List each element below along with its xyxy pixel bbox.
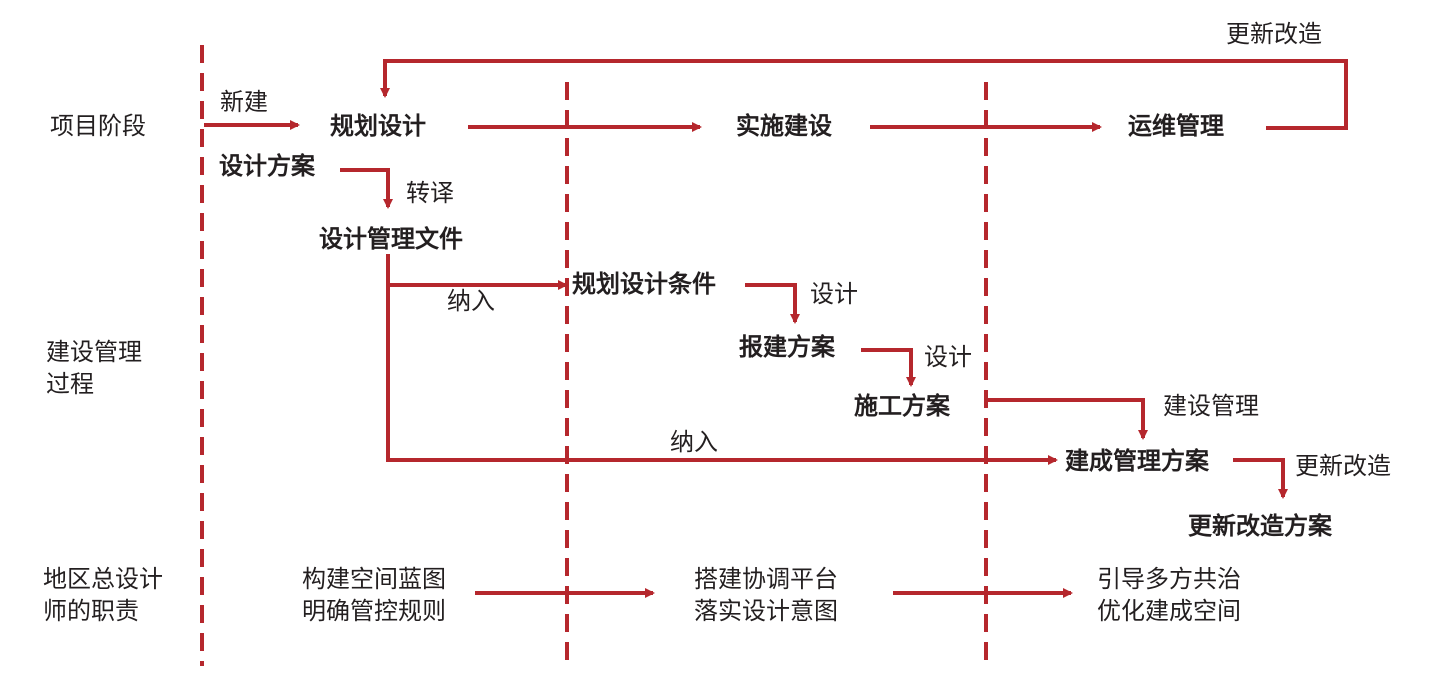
duty-blueprint: 构建空间蓝图 明确管控规则 xyxy=(302,565,446,625)
edge-label-build-management: 建设管理 xyxy=(1163,392,1259,420)
arrow-build-mgmt xyxy=(984,398,1148,440)
edge-label-new: 新建 xyxy=(220,88,268,116)
edge-label-include-2: 纳入 xyxy=(670,428,718,456)
duty-coordination: 搭建协调平台 落实设计意图 xyxy=(694,565,838,625)
edge-label-include-1: 纳入 xyxy=(447,287,495,315)
edge-label-renovate: 更新改造 xyxy=(1295,452,1391,480)
stage-operations: 运维管理 xyxy=(1128,112,1224,140)
node-renovation-scheme: 更新改造方案 xyxy=(1188,512,1332,540)
node-built-management-scheme: 建成管理方案 xyxy=(1065,447,1209,475)
stage-implementation: 实施建设 xyxy=(736,112,832,140)
edge-label-translate: 转译 xyxy=(406,179,454,207)
edge-label-design-1: 设计 xyxy=(810,280,858,308)
row-label-role: 地区总设计 师的职责 xyxy=(43,565,163,625)
node-submission-scheme: 报建方案 xyxy=(739,333,835,361)
node-planning-conditions: 规划设计条件 xyxy=(572,270,716,298)
arrow-translate xyxy=(340,168,393,209)
arrow-renovate-scheme xyxy=(1233,458,1288,499)
duty-governance: 引导多方共治 优化建成空间 xyxy=(1097,565,1241,625)
arrow-design-1 xyxy=(745,283,800,324)
arrow-include-1 xyxy=(386,254,568,290)
node-management-document: 设计管理文件 xyxy=(319,225,463,253)
edge-label-renovate-stage: 更新改造 xyxy=(1226,20,1322,48)
arrow-include-2 xyxy=(386,285,1058,465)
stage-planning-design: 规划设计 xyxy=(330,112,426,140)
edge-label-design-2: 设计 xyxy=(924,343,972,371)
row-label-process: 建设管理 过程 xyxy=(46,338,142,398)
arrow-design-2 xyxy=(861,348,916,387)
node-design-scheme: 设计方案 xyxy=(219,152,315,180)
arrow-renovate-loop xyxy=(380,59,1348,130)
node-construction-scheme: 施工方案 xyxy=(854,392,950,420)
row-label-stage: 项目阶段 xyxy=(50,112,146,140)
